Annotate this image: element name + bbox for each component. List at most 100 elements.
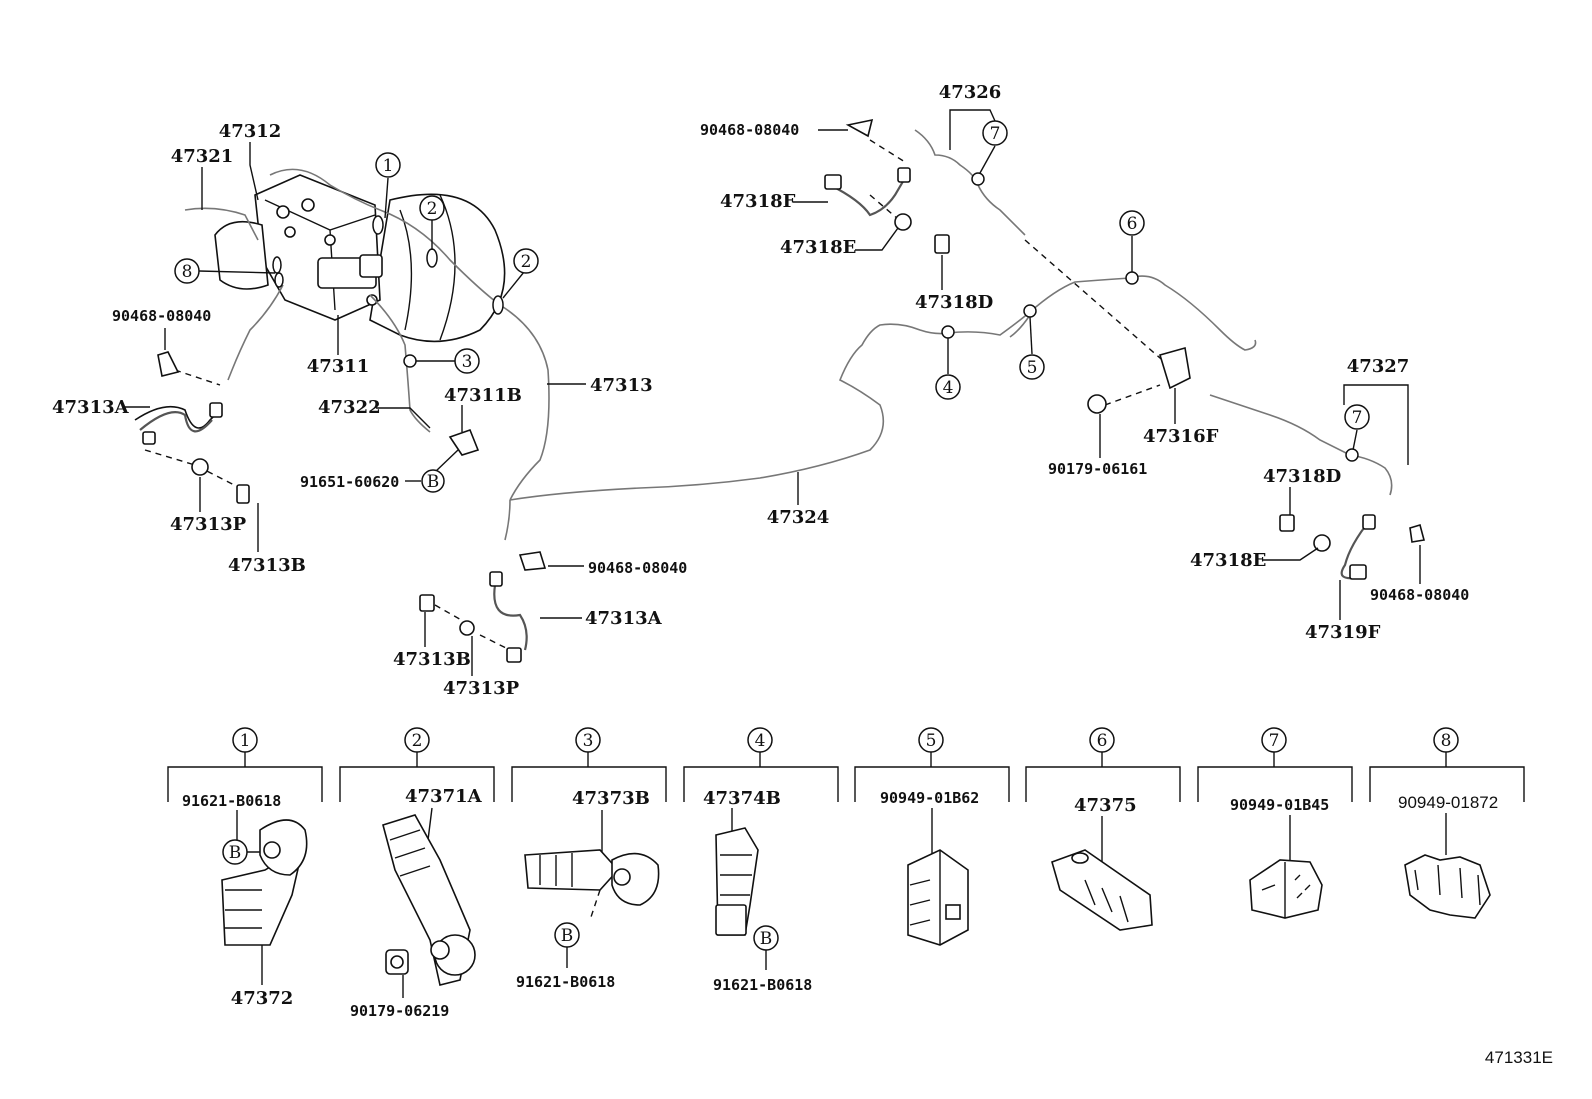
marker-1: 1 — [375, 152, 401, 219]
brake-hose-47313A-bottom — [419, 571, 528, 663]
brake-hose-47313A-left — [134, 402, 250, 504]
svg-text:47311: 47311 — [307, 356, 370, 377]
group-2: 2 47371A 90179-06219 — [339, 727, 495, 1020]
svg-text:47371A: 47371A — [405, 786, 483, 807]
svg-text:90468-08040: 90468-08040 — [588, 559, 687, 577]
marker-3: 3 — [403, 348, 480, 374]
callout-47313A-bottom: 47313A — [540, 608, 663, 629]
group-3: 3 47373B B 91621-B0618 — [511, 727, 667, 991]
marker-6: 6 — [1119, 210, 1145, 285]
svg-text:90468-08040: 90468-08040 — [700, 121, 799, 139]
svg-text:4: 4 — [755, 731, 766, 751]
svg-text:91651-60620: 91651-60620 — [300, 473, 399, 491]
svg-text:47311B: 47311B — [444, 385, 522, 406]
marker-8: 8 — [174, 258, 276, 284]
marker-B-main: B — [405, 449, 459, 493]
callout-90468-08040-bottom: 90468-08040 — [548, 559, 687, 577]
svg-text:90949-01B62: 90949-01B62 — [880, 789, 979, 807]
callout-47326: 47326 — [939, 82, 1002, 150]
svg-text:47374B: 47374B — [703, 788, 781, 809]
marker-2b: 2 — [502, 248, 539, 299]
callout-91651-60620: 91651-60620 — [300, 473, 399, 491]
callout-47313B-left: 47313B — [228, 503, 306, 576]
brake-hose-47318F — [824, 167, 950, 254]
callout-47324: 47324 — [767, 472, 830, 528]
svg-text:47318D: 47318D — [1263, 466, 1341, 487]
svg-text:47318D: 47318D — [915, 292, 993, 313]
svg-text:5: 5 — [1027, 358, 1038, 378]
callout-47322: 47322 — [318, 397, 431, 429]
callout-47318E-right: 47318E — [1190, 547, 1319, 571]
svg-text:47318F: 47318F — [720, 191, 796, 212]
svg-text:1: 1 — [240, 731, 251, 751]
callout-47312: 47312 — [219, 121, 281, 201]
callout-90468-08040-top: 90468-08040 — [700, 121, 848, 139]
svg-text:B: B — [427, 472, 440, 492]
svg-text:4: 4 — [943, 378, 954, 398]
callout-47318D-right: 47318D — [1263, 466, 1341, 515]
callout-47313P-bottom: 47313P — [443, 636, 520, 699]
callout-47313A-left: 47313A — [52, 397, 150, 418]
brake-hose-47319F — [1279, 514, 1376, 580]
diagram-code: 471331E — [1485, 1048, 1553, 1067]
clip-90468-c — [518, 551, 547, 571]
svg-text:7: 7 — [1352, 408, 1363, 428]
callout-47316F: 47316F — [1143, 388, 1219, 447]
svg-text:47327: 47327 — [1347, 356, 1410, 377]
svg-text:6: 6 — [1097, 731, 1108, 751]
svg-text:7: 7 — [1269, 731, 1280, 751]
clip-90468-b — [157, 351, 180, 377]
clip-90468-a — [845, 118, 874, 138]
callout-47318D-top: 47318D — [915, 255, 993, 313]
callout-47311: 47311 — [307, 315, 370, 377]
marker-2a: 2 — [419, 195, 445, 250]
callout-47311B: 47311B — [444, 385, 522, 432]
svg-text:47324: 47324 — [767, 507, 830, 528]
callout-90179-06161: 90179-06161 — [1048, 414, 1147, 478]
callout-90468-08040-left: 90468-08040 — [112, 307, 211, 350]
svg-text:B: B — [760, 929, 773, 949]
svg-text:3: 3 — [462, 352, 473, 372]
group-5: 5 90949-01B62 — [854, 727, 1010, 946]
group-8: 8 90949-01872 — [1369, 727, 1525, 919]
svg-text:90468-08040: 90468-08040 — [1370, 586, 1469, 604]
svg-text:47313P: 47313P — [443, 678, 520, 699]
svg-text:47375: 47375 — [1074, 795, 1137, 816]
callout-47327: 47327 — [1343, 356, 1410, 465]
callout-47321: 47321 — [171, 146, 233, 210]
callout-90468-08040-right: 90468-08040 — [1370, 545, 1469, 604]
svg-text:47313P: 47313P — [170, 514, 247, 535]
svg-text:90179-06219: 90179-06219 — [350, 1002, 449, 1020]
marker-7b: 7 — [1344, 404, 1370, 462]
svg-text:47326: 47326 — [939, 82, 1002, 103]
svg-text:47372: 47372 — [231, 988, 294, 1009]
svg-text:47313: 47313 — [590, 375, 653, 396]
svg-text:2: 2 — [412, 731, 423, 751]
callout-47313: 47313 — [547, 375, 653, 396]
svg-text:47319F: 47319F — [1305, 622, 1381, 643]
callout-47313P-left: 47313P — [170, 477, 247, 535]
callout-47319F: 47319F — [1305, 580, 1381, 643]
nut-90179-06161 — [1087, 394, 1107, 414]
marker-4: 4 — [935, 325, 961, 400]
svg-text:3: 3 — [583, 731, 594, 751]
svg-text:47318E: 47318E — [1190, 550, 1266, 571]
svg-text:2: 2 — [521, 252, 532, 272]
svg-text:47322: 47322 — [318, 397, 381, 418]
callout-47318F: 47318F — [720, 191, 828, 212]
svg-text:B: B — [561, 926, 574, 946]
svg-text:47313A: 47313A — [52, 397, 130, 418]
svg-text:91621-B0618: 91621-B0618 — [182, 792, 281, 810]
svg-text:47318E: 47318E — [780, 237, 856, 258]
callout-47318E-top: 47318E — [780, 227, 899, 258]
group-6: 6 47375 — [1025, 727, 1181, 931]
bracket-47311B — [448, 428, 480, 456]
clip-90468-d — [1409, 523, 1425, 543]
junction-47316F — [1158, 346, 1191, 390]
svg-text:47373B: 47373B — [572, 788, 650, 809]
svg-text:91621-B0618: 91621-B0618 — [713, 976, 812, 994]
svg-text:47316F: 47316F — [1143, 426, 1219, 447]
svg-text:90949-01B45: 90949-01B45 — [1230, 796, 1329, 814]
callout-47313B-bottom: 47313B — [393, 612, 471, 670]
